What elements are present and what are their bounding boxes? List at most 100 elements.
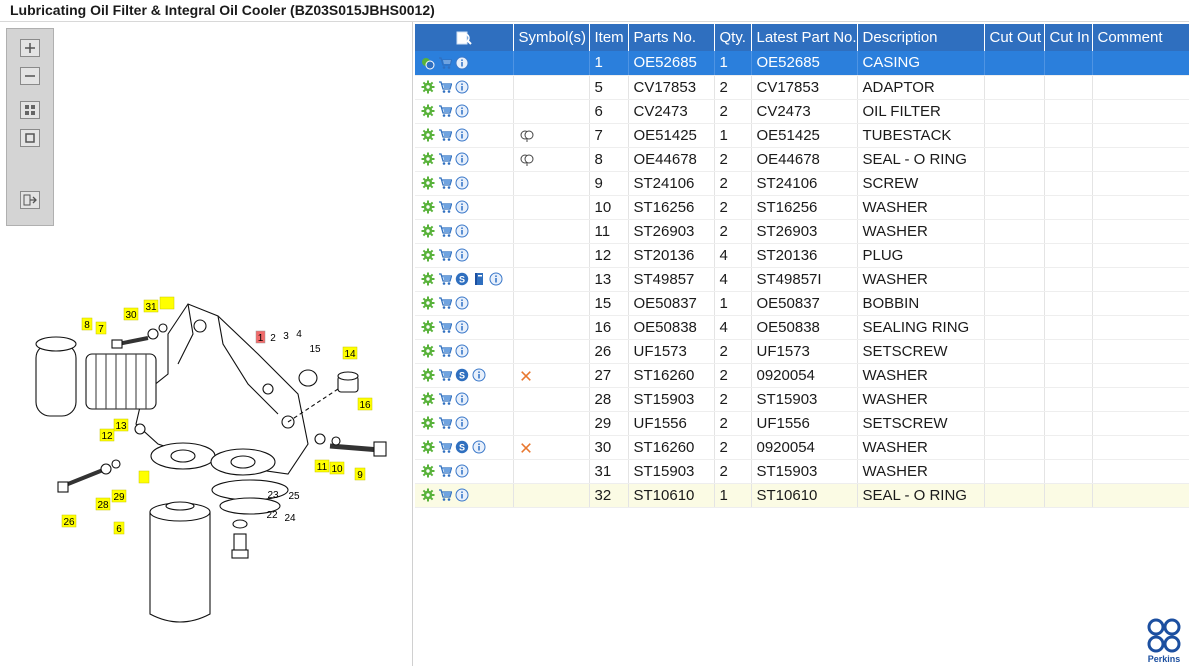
info-icon[interactable] — [455, 56, 469, 70]
cart-icon[interactable] — [438, 296, 452, 310]
cart-icon[interactable] — [438, 392, 452, 406]
column-latest-part-no[interactable]: Latest Part No. — [751, 24, 858, 51]
info-icon[interactable] — [455, 104, 469, 118]
link-icon[interactable] — [421, 56, 435, 70]
cart-icon[interactable] — [438, 128, 452, 142]
gear-icon[interactable] — [421, 464, 435, 478]
column-parts-no[interactable]: Parts No. — [628, 24, 715, 51]
column-cut-out[interactable]: Cut Out — [984, 24, 1045, 51]
actual-size-button[interactable] — [20, 129, 40, 147]
cart-icon[interactable] — [438, 440, 452, 454]
column-symbols[interactable]: Symbol(s) — [513, 24, 590, 51]
gear-icon[interactable] — [421, 176, 435, 190]
gear-icon[interactable] — [421, 152, 435, 166]
cart-icon[interactable] — [438, 248, 452, 262]
cart-icon[interactable] — [438, 368, 452, 382]
gear-icon[interactable] — [421, 440, 435, 454]
info-icon[interactable] — [455, 152, 469, 166]
supersession-icon[interactable]: S — [455, 272, 469, 286]
gear-icon[interactable] — [421, 320, 435, 334]
cart-icon[interactable] — [438, 104, 452, 118]
info-icon[interactable] — [455, 320, 469, 334]
gear-icon[interactable] — [421, 248, 435, 262]
cart-icon[interactable] — [438, 320, 452, 334]
column-description[interactable]: Description — [857, 24, 985, 51]
gear-icon[interactable] — [421, 80, 435, 94]
info-icon[interactable] — [455, 344, 469, 358]
supersession-icon[interactable]: S — [455, 440, 469, 454]
gear-icon[interactable] — [421, 200, 435, 214]
column-actions[interactable] — [415, 24, 514, 51]
cart-icon[interactable] — [438, 416, 452, 430]
cart-icon[interactable] — [438, 176, 452, 190]
zoom-out-button[interactable] — [20, 67, 40, 85]
gear-icon[interactable] — [421, 344, 435, 358]
cart-icon[interactable] — [438, 56, 452, 70]
cart-icon[interactable] — [438, 224, 452, 238]
diagram-pane[interactable]: 1 2 3 4 15 22 23 24 25 — [0, 22, 413, 666]
info-icon[interactable] — [455, 200, 469, 214]
info-icon[interactable] — [472, 440, 486, 454]
info-icon[interactable] — [455, 488, 469, 502]
gear-icon[interactable] — [421, 224, 435, 238]
cart-icon[interactable] — [438, 464, 452, 478]
info-icon[interactable] — [472, 368, 486, 382]
cart-icon[interactable] — [438, 344, 452, 358]
info-icon[interactable] — [455, 224, 469, 238]
gear-icon[interactable] — [421, 104, 435, 118]
column-cut-in[interactable]: Cut In — [1044, 24, 1093, 51]
export-button[interactable] — [20, 191, 40, 209]
qty-cell: 4 — [714, 243, 752, 268]
info-icon[interactable] — [455, 464, 469, 478]
info-icon[interactable] — [455, 248, 469, 262]
book-icon[interactable] — [472, 272, 486, 286]
gear-icon[interactable] — [421, 416, 435, 430]
column-qty[interactable]: Qty. — [714, 24, 752, 51]
cart-icon[interactable] — [438, 80, 452, 94]
info-icon[interactable] — [455, 80, 469, 94]
cart-icon[interactable] — [438, 200, 452, 214]
gear-icon[interactable] — [421, 128, 435, 142]
fit-view-button[interactable] — [20, 101, 40, 119]
info-icon[interactable] — [455, 392, 469, 406]
info-icon[interactable] — [489, 272, 503, 286]
cart-icon[interactable] — [438, 272, 452, 286]
cart-icon[interactable] — [438, 488, 452, 502]
gear-icon[interactable] — [421, 368, 435, 382]
column-item[interactable]: Item — [589, 24, 629, 51]
exploded-parts-diagram[interactable]: 1 2 3 4 15 22 23 24 25 — [18, 274, 398, 630]
cart-icon[interactable] — [438, 152, 452, 166]
row-actions — [415, 171, 514, 196]
zoom-in-button[interactable] — [20, 39, 40, 57]
gear-icon[interactable] — [421, 272, 435, 286]
callout-27: 28 — [97, 500, 109, 511]
gear-icon[interactable] — [421, 392, 435, 406]
gear-icon[interactable] — [421, 296, 435, 310]
gear-icon[interactable] — [421, 488, 435, 502]
info-icon[interactable] — [455, 296, 469, 310]
column-comment[interactable]: Comment — [1092, 24, 1189, 51]
info-icon[interactable] — [455, 128, 469, 142]
supersession-icon[interactable]: S — [455, 368, 469, 382]
info-icon[interactable] — [455, 416, 469, 430]
info-icon[interactable] — [455, 176, 469, 190]
